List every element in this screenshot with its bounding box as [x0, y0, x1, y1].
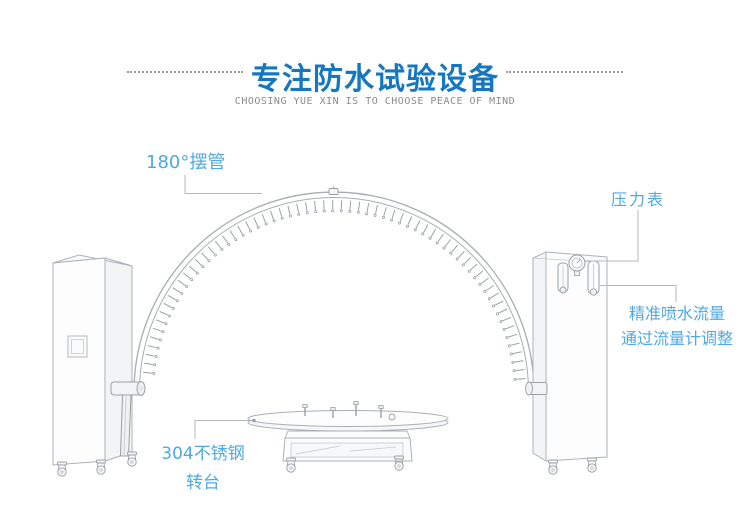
stainless-turntable-icon — [247, 401, 449, 473]
leader-pressure-gauge — [585, 210, 639, 262]
right-pump-cabinet-icon — [532, 251, 608, 475]
label-flow-line2: 通过流量计调整 — [620, 329, 733, 348]
page-subtitle: CHOOSING YUE XIN IS TO CHOOSE PEACE OF M… — [234, 96, 516, 107]
page-title: 专注防水试验设备 — [251, 62, 499, 97]
leader-turntable-dot — [252, 418, 256, 423]
spray-nozzles-icon — [142, 200, 526, 381]
leader-turntable — [194, 420, 252, 439]
label-pressure-gauge: 压力表 — [611, 190, 666, 209]
label-turntable: 304不锈钢 转台 — [147, 440, 259, 498]
label-flow-meter: 精准喷水流量 通过流量计调整 — [614, 301, 740, 351]
flow-meter-icons — [557, 260, 600, 296]
label-turntable-line2: 转台 — [186, 473, 220, 493]
pressure-gauge-icon — [568, 254, 586, 276]
label-flow-line1: 精准喷水流量 — [628, 304, 725, 323]
leader-swing-pipe — [184, 175, 262, 194]
swing-pipe-arch-icon — [133, 186, 535, 393]
leader-flow-meter — [600, 285, 677, 302]
pipe-pivot-support-icon — [110, 381, 146, 467]
header-dotted-line-right — [506, 71, 623, 73]
label-turntable-line1: 304不锈钢 — [161, 444, 245, 464]
header-dotted-line-left — [127, 71, 243, 73]
label-swing-pipe: 180°摆管 — [146, 152, 226, 173]
left-control-cabinet-icon — [52, 254, 133, 477]
pipe-bracket-icon — [525, 381, 548, 396]
